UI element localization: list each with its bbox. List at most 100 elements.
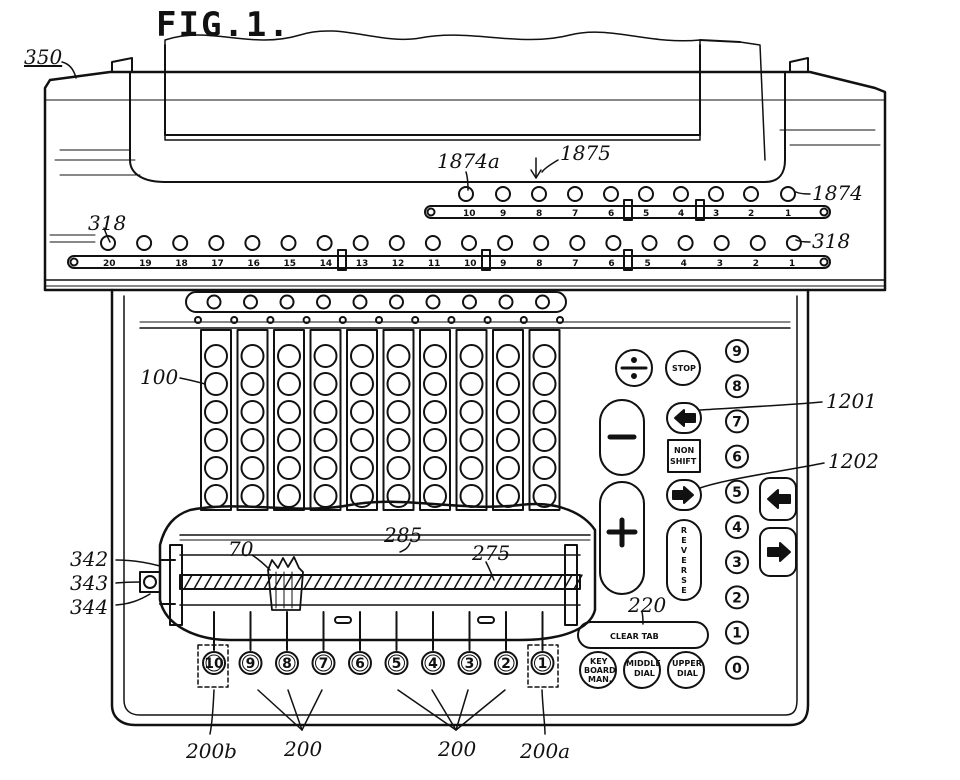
non-shift-key[interactable] [667, 439, 701, 473]
key-button[interactable] [204, 456, 228, 480]
key-button[interactable] [204, 344, 228, 368]
key-button[interactable] [350, 484, 374, 508]
digit-key[interactable] [725, 409, 749, 434]
key-button[interactable] [277, 428, 301, 452]
key-button[interactable] [423, 372, 447, 396]
key-button[interactable] [386, 344, 411, 368]
key-button[interactable] [204, 484, 228, 508]
key-button[interactable] [204, 428, 228, 452]
reverse-key[interactable] [666, 519, 702, 601]
key-button[interactable] [313, 372, 338, 396]
key-button[interactable] [532, 372, 557, 396]
key-button[interactable] [277, 344, 301, 368]
digit-key[interactable] [725, 655, 749, 680]
key-button[interactable] [313, 344, 338, 368]
key-button[interactable] [459, 344, 484, 368]
key-button[interactable] [350, 400, 374, 424]
outer-shift-left-key[interactable] [759, 477, 797, 521]
digit-key[interactable] [725, 374, 749, 399]
digit-key[interactable] [725, 479, 749, 504]
key-button[interactable] [204, 400, 228, 424]
keyboard-man-key[interactable] [579, 651, 617, 689]
key-button[interactable] [240, 456, 265, 480]
key-button[interactable] [496, 344, 520, 368]
digit-key[interactable] [725, 339, 749, 363]
minus-bar[interactable] [599, 399, 645, 476]
key-button[interactable] [350, 428, 374, 452]
key-button[interactable] [459, 428, 484, 452]
middle-dial-key[interactable] [623, 651, 661, 689]
outer-shift-right-key[interactable] [759, 527, 797, 577]
key-button[interactable] [386, 484, 411, 508]
key-button[interactable] [240, 484, 265, 508]
key-button[interactable] [496, 400, 520, 424]
key-button[interactable] [496, 372, 520, 396]
column-key[interactable] [348, 651, 372, 675]
lower-scale-number: 14 [320, 259, 333, 269]
column-key[interactable] [202, 651, 226, 675]
key-button[interactable] [204, 372, 228, 396]
column-key[interactable] [457, 651, 482, 675]
key-button[interactable] [313, 484, 338, 508]
key-button[interactable] [386, 456, 411, 480]
column-key[interactable] [494, 651, 518, 675]
key-button[interactable] [240, 428, 265, 452]
key-button[interactable] [386, 400, 411, 424]
key-button[interactable] [423, 456, 447, 480]
key-button[interactable] [459, 484, 484, 508]
column-key[interactable] [530, 651, 555, 675]
column-key[interactable] [421, 651, 445, 675]
key-button[interactable] [313, 400, 338, 424]
key-button[interactable] [532, 400, 557, 424]
key-button[interactable] [313, 428, 338, 452]
column-key[interactable] [384, 651, 409, 675]
key-button[interactable] [532, 456, 557, 480]
key-button[interactable] [350, 456, 374, 480]
key-button[interactable] [313, 456, 338, 480]
thread-line [203, 574, 213, 590]
key-button[interactable] [350, 372, 374, 396]
key-button[interactable] [240, 400, 265, 424]
column-key[interactable] [238, 651, 263, 675]
upper-dial-key[interactable] [667, 651, 705, 689]
column-key[interactable] [311, 651, 336, 675]
key-button[interactable] [386, 372, 411, 396]
key-button[interactable] [496, 428, 520, 452]
digit-key[interactable] [725, 515, 749, 539]
stop-key[interactable] [665, 350, 701, 386]
key-button[interactable] [240, 372, 265, 396]
key-button[interactable] [532, 344, 557, 368]
dial-hole [535, 294, 550, 310]
shift-right-key[interactable] [666, 479, 702, 511]
digit-key[interactable] [725, 585, 749, 610]
key-button[interactable] [459, 400, 484, 424]
key-button[interactable] [459, 372, 484, 396]
digit-key[interactable] [725, 444, 749, 469]
key-button[interactable] [496, 456, 520, 480]
key-button[interactable] [277, 400, 301, 424]
thread-line [233, 574, 243, 590]
digit-key[interactable] [725, 620, 749, 645]
key-button[interactable] [277, 456, 301, 480]
lower-hole [461, 235, 477, 251]
upper-hole [743, 186, 759, 202]
key-button[interactable] [532, 428, 557, 452]
key-button[interactable] [386, 428, 411, 452]
key-button[interactable] [459, 456, 484, 480]
key-button[interactable] [496, 484, 520, 508]
key-column [528, 329, 561, 511]
key-button[interactable] [423, 400, 447, 424]
plus-bar[interactable] [599, 481, 645, 595]
key-button[interactable] [277, 372, 301, 396]
key-button[interactable] [350, 344, 374, 368]
digit-key[interactable] [725, 550, 749, 575]
key-button[interactable] [423, 428, 447, 452]
key-button[interactable] [277, 484, 301, 508]
key-button[interactable] [423, 484, 447, 508]
key-button[interactable] [532, 484, 557, 508]
shift-left-key[interactable] [666, 402, 702, 434]
column-key[interactable] [275, 651, 299, 675]
key-button[interactable] [423, 344, 447, 368]
key-button[interactable] [240, 344, 265, 368]
divide-key[interactable] [615, 349, 653, 387]
